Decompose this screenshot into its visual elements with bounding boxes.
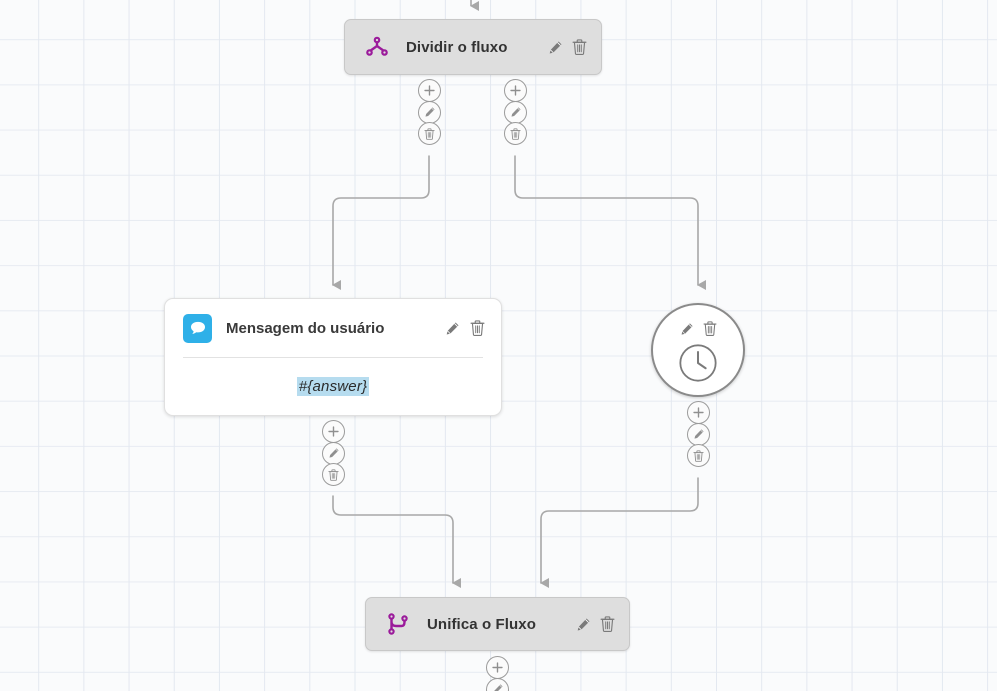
node-delay[interactable] <box>651 303 745 397</box>
connector-stack-split-left[interactable] <box>418 79 441 145</box>
split-flow-icon <box>364 34 390 60</box>
node-user-message-title: Mensagem do usuário <box>226 319 385 337</box>
node-user-message-body: #{answer} <box>165 358 501 415</box>
edge-message-to-merge <box>332 495 461 588</box>
node-user-message-divider <box>183 357 483 358</box>
edit-icon[interactable] <box>548 40 563 55</box>
connector-stack-split-right[interactable] <box>504 79 527 145</box>
edge-delay-to-merge <box>540 477 699 588</box>
connector-stack-delay[interactable] <box>687 401 710 467</box>
edit-icon[interactable] <box>576 617 591 632</box>
node-merge-flow-title: Unifica o Fluxo <box>427 615 537 633</box>
plus-icon[interactable] <box>486 656 509 679</box>
node-split-flow-actions <box>548 39 587 55</box>
edit-icon[interactable] <box>445 321 460 336</box>
trash-icon[interactable] <box>504 122 527 145</box>
node-user-message[interactable]: Mensagem do usuário <box>164 298 502 416</box>
pencil-icon[interactable] <box>418 100 441 124</box>
edge-split-left-to-message <box>332 155 430 290</box>
node-merge-flow[interactable]: Unifica o Fluxo <box>365 597 630 651</box>
plus-icon[interactable] <box>322 420 345 443</box>
pencil-icon[interactable] <box>322 441 345 465</box>
node-merge-flow-actions <box>576 616 615 632</box>
speech-bubble-icon <box>183 313 212 343</box>
node-split-flow-title: Dividir o fluxo <box>406 38 508 56</box>
trash-icon[interactable] <box>418 122 441 145</box>
pencil-icon[interactable] <box>486 677 509 691</box>
node-user-message-actions <box>445 320 485 336</box>
node-delay-actions <box>680 321 717 336</box>
trash-icon[interactable] <box>687 444 710 467</box>
trash-icon[interactable] <box>322 463 345 486</box>
connector-stack-merge[interactable] <box>486 656 509 691</box>
edge-split-right-to-delay <box>514 155 706 290</box>
plus-icon[interactable] <box>418 79 441 102</box>
pencil-icon[interactable] <box>687 422 710 446</box>
trash-icon[interactable] <box>600 616 615 632</box>
trash-icon[interactable] <box>702 321 717 336</box>
plus-icon[interactable] <box>504 79 527 102</box>
clock-icon <box>677 342 719 384</box>
merge-flow-icon <box>385 611 411 637</box>
node-user-message-header: Mensagem do usuário <box>165 299 501 357</box>
pencil-icon[interactable] <box>504 100 527 124</box>
trash-icon[interactable] <box>572 39 587 55</box>
node-split-flow[interactable]: Dividir o fluxo <box>344 19 602 75</box>
message-variable-token: #{answer} <box>296 377 370 396</box>
connector-stack-message[interactable] <box>322 420 345 486</box>
trash-icon[interactable] <box>470 320 485 336</box>
plus-icon[interactable] <box>687 401 710 424</box>
edit-icon[interactable] <box>680 322 694 336</box>
